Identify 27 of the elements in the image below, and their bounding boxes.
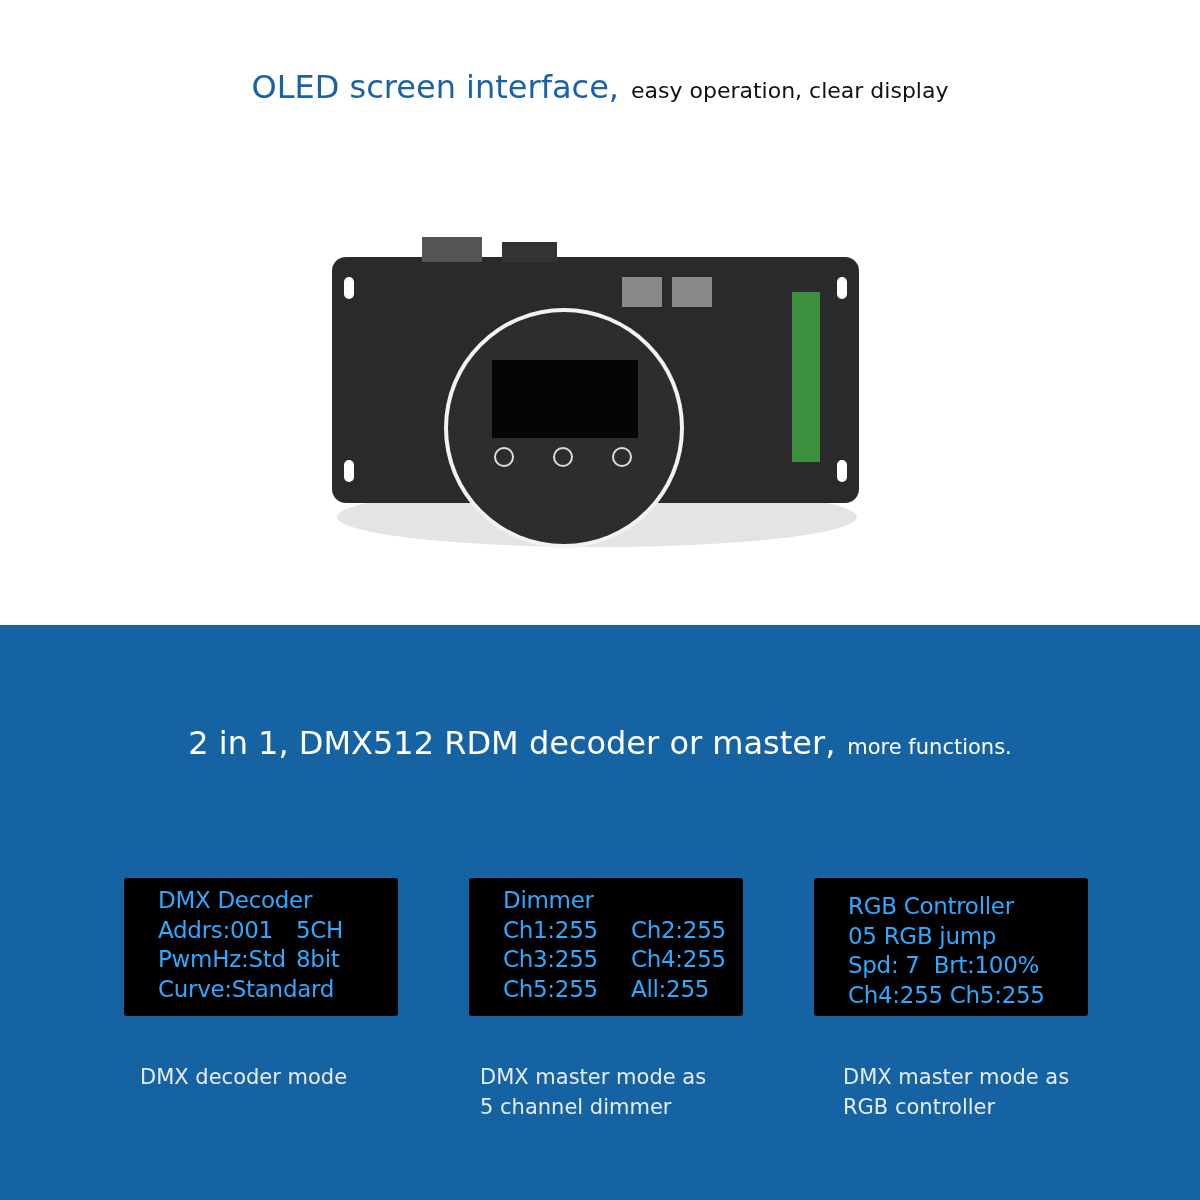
oled-screen — [814, 878, 1088, 1016]
screen-text: Ch3:255 — [503, 945, 599, 974]
screen-text: DMX Decoder — [158, 886, 314, 915]
heading: 2 in 1, DMX512 RDM decoder or master, — [188, 724, 836, 762]
screen-text: 05 RGB jump — [848, 921, 998, 951]
screen-text: Spd: 7 Brt:100% — [848, 951, 1041, 980]
oled-screen — [124, 878, 398, 1016]
screen-text: Ch4:255 Ch5:255 — [848, 980, 1046, 1010]
screen-text: Dimmer — [503, 886, 595, 915]
screen-text: Ch2:255 — [631, 915, 726, 945]
caption: DMX decoder mode — [140, 1064, 349, 1091]
screen-text: 8bit — [296, 945, 341, 974]
screen-text: Curve:Standard — [158, 974, 336, 1004]
screen-text: Ch5:255 — [503, 974, 599, 1004]
heading: OLED screen interface, — [251, 68, 619, 106]
screen-text: All:255 — [631, 974, 711, 1004]
oled-screen — [469, 878, 743, 1016]
caption: DMX master mode as RGB controller — [843, 1064, 1071, 1121]
screen-text: Addrs:001 — [158, 915, 274, 945]
screen-text: PwmHz:Std — [158, 945, 287, 974]
subheading: easy operation, clear display — [631, 78, 949, 103]
caption: DMX master mode as 5 channel dimmer — [480, 1064, 708, 1121]
screen-text: RGB Controller — [848, 892, 1016, 921]
subheading: more functions. — [847, 735, 1012, 759]
screen-text: Ch1:255 — [503, 915, 599, 945]
screen-text: Ch4:255 — [631, 945, 726, 974]
screen-text: 5CH — [296, 915, 345, 945]
